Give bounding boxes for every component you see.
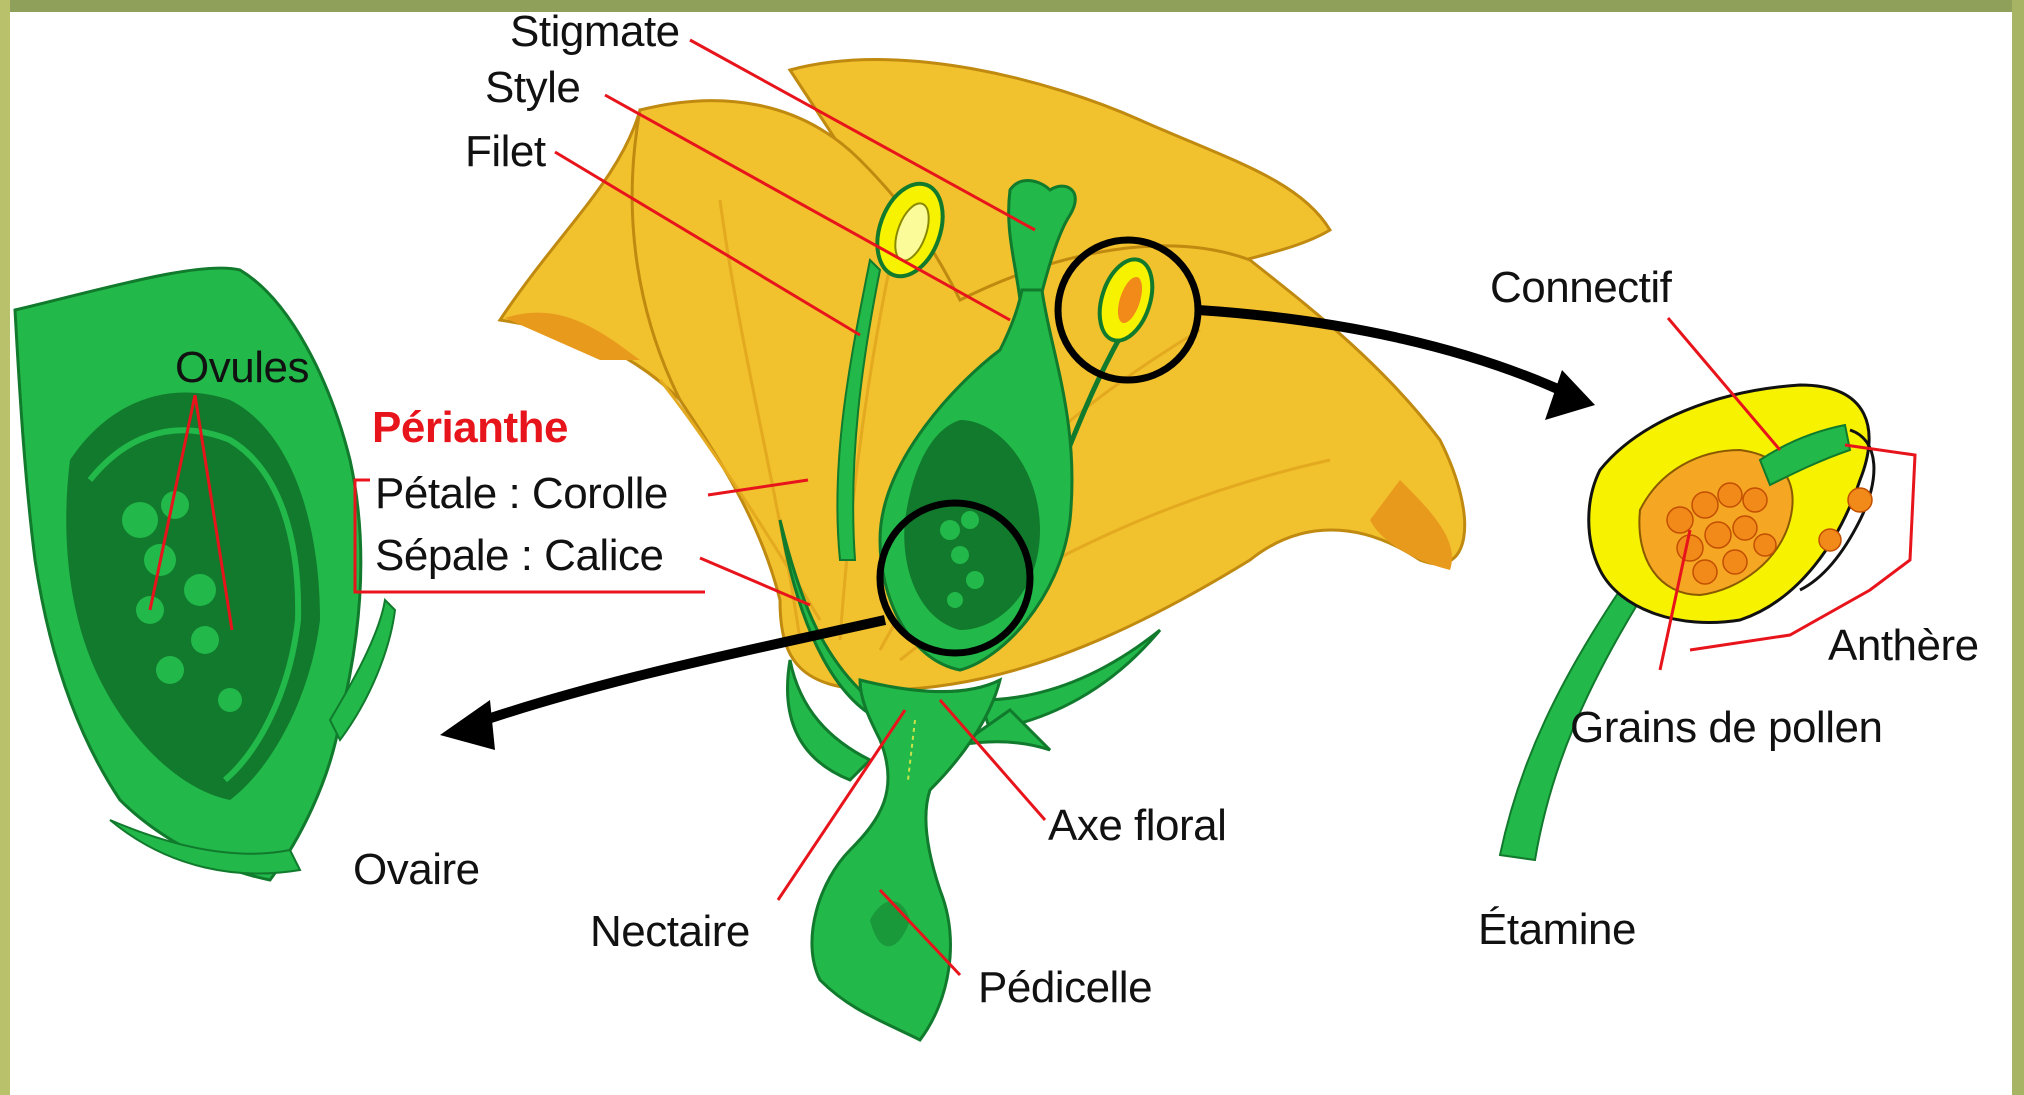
label-ovaire: Ovaire <box>353 848 480 892</box>
label-sepale-calice: Sépale : Calice <box>375 534 663 578</box>
label-grains-de-pollen: Grains de pollen <box>1570 706 1882 750</box>
label-connectif: Connectif <box>1490 266 1671 310</box>
label-ovules: Ovules <box>175 346 309 390</box>
label-stigmate: Stigmate <box>510 10 680 54</box>
label-axe-floral: Axe floral <box>1048 804 1226 848</box>
label-style: Style <box>485 66 580 110</box>
label-etamine: Étamine <box>1478 908 1636 952</box>
label-anthere: Anthère <box>1828 624 1979 668</box>
label-filet: Filet <box>465 130 546 174</box>
label-nectaire: Nectaire <box>590 910 750 954</box>
label-perianthe: Périanthe <box>372 406 568 450</box>
label-pedicelle: Pédicelle <box>978 966 1152 1010</box>
label-petale-corolle: Pétale : Corolle <box>375 472 668 516</box>
